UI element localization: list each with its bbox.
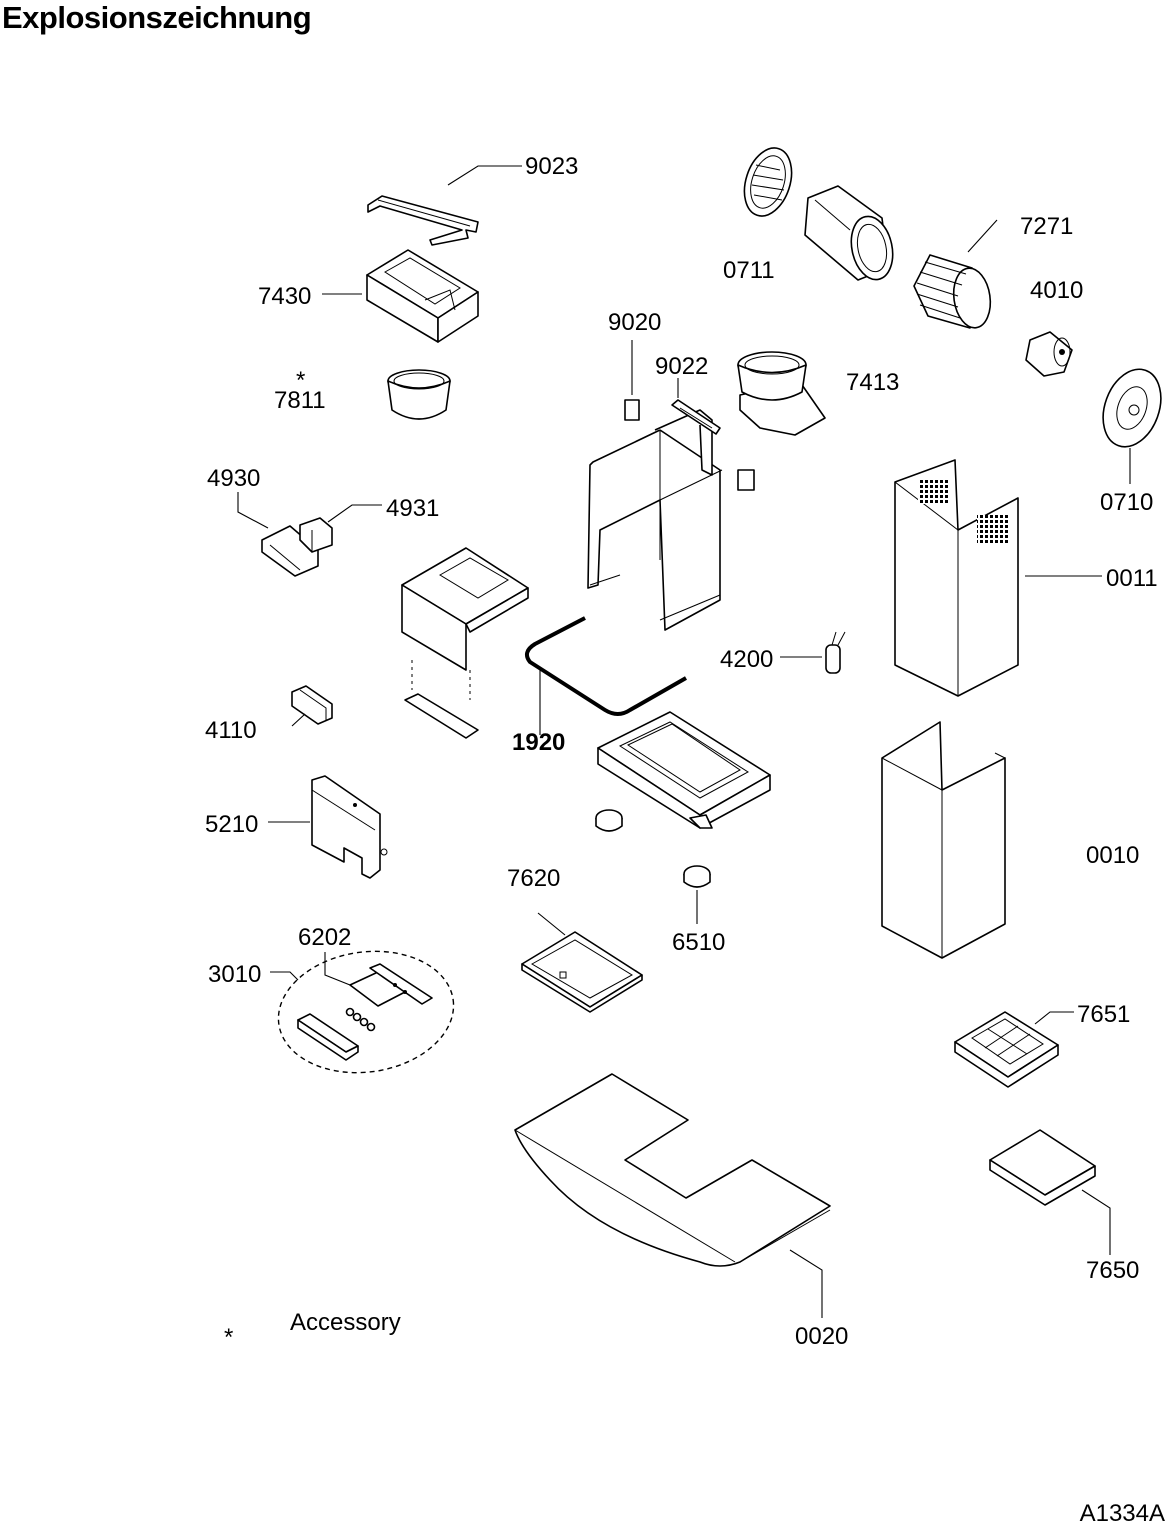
part-button-set xyxy=(345,1007,376,1032)
drawing-code: A1334A xyxy=(1079,1500,1165,1527)
part-0011-upper-chimney xyxy=(894,459,1019,697)
leader-3010 xyxy=(270,971,299,981)
part-4010-motor xyxy=(1025,331,1073,377)
legend-star: * xyxy=(224,1324,233,1351)
part-7413-outlet-adapter xyxy=(737,351,826,436)
label-4110: 4110 xyxy=(205,717,257,744)
part-7811-duct-adapter xyxy=(387,369,451,420)
label-7430: 7430 xyxy=(258,283,311,310)
leader-6202 xyxy=(324,952,351,986)
label-3010: 3010 xyxy=(208,961,261,988)
label-7650: 7650 xyxy=(1086,1257,1139,1284)
label-0020: 0020 xyxy=(795,1323,848,1350)
label-9022: 9022 xyxy=(655,353,708,380)
label-9020: 9020 xyxy=(608,309,661,336)
part-4200-capacitor xyxy=(825,631,846,674)
part-9020-support-frame xyxy=(587,399,755,631)
label-0010: 0010 xyxy=(1086,842,1139,869)
label-7811: 7811 xyxy=(274,387,326,414)
part-7620-grease-filter xyxy=(521,931,643,1013)
part-0711-fan-housing xyxy=(804,185,894,281)
part-7651-carbon-filter-frame xyxy=(954,1011,1059,1088)
part-0710-fan-cover xyxy=(1102,368,1162,448)
legend-text: Accessory xyxy=(290,1309,401,1336)
label-4010: 4010 xyxy=(1030,277,1083,304)
label-7651: 7651 xyxy=(1077,1001,1130,1028)
part-0010-lower-chimney xyxy=(881,721,1006,959)
accessory-star-7811: * xyxy=(296,367,305,394)
label-7413: 7413 xyxy=(846,369,899,396)
label-9023: 9023 xyxy=(525,153,578,180)
label-4930: 4930 xyxy=(207,465,260,492)
label-5210: 5210 xyxy=(205,811,258,838)
label-6202: 6202 xyxy=(298,924,351,951)
part-9022-strip xyxy=(671,399,721,435)
label-7620: 7620 xyxy=(507,865,560,892)
leader-7651 xyxy=(1034,1011,1074,1025)
leader-7271 xyxy=(967,219,998,253)
leader-4110 xyxy=(291,713,306,727)
leader-7650 xyxy=(1081,1189,1111,1255)
part-9023-bracket xyxy=(367,195,479,246)
part-6202-control-board xyxy=(349,963,433,1007)
part-7271-blower-wheel xyxy=(913,254,992,329)
part-0711-grille xyxy=(743,147,793,217)
part-0020-hood-canopy xyxy=(514,1073,831,1267)
label-4200: 4200 xyxy=(720,646,773,673)
part-motor-housing-box xyxy=(401,547,529,739)
part-7650-carbon-filter xyxy=(989,1129,1096,1206)
part-6510-knob xyxy=(683,865,711,888)
leader-0020 xyxy=(789,1249,823,1318)
part-4931-switch-module xyxy=(299,517,333,553)
part-1920-gasket xyxy=(524,616,687,716)
leader-4930 xyxy=(237,492,269,529)
label-4931: 4931 xyxy=(386,495,439,522)
label-0710: 0710 xyxy=(1100,489,1153,516)
leader-7620 xyxy=(537,912,566,936)
page-title: Explosionszeichnung xyxy=(2,0,312,35)
part-control-panel-front xyxy=(297,1013,359,1061)
part-5210-control-box xyxy=(311,775,388,879)
part-inner-canopy-frame xyxy=(597,711,771,829)
part-4110-lamp-holder xyxy=(291,685,333,725)
leader-9023 xyxy=(447,165,522,186)
vent-slots-0011 xyxy=(918,478,1009,545)
label-0011: 0011 xyxy=(1106,565,1158,592)
label-7271: 7271 xyxy=(1020,213,1073,240)
part-knob-upper xyxy=(595,809,623,832)
label-6510: 6510 xyxy=(672,929,725,956)
part-7430-deflector xyxy=(366,249,479,343)
part-3010-control-kit xyxy=(277,950,455,1074)
leader-4931 xyxy=(327,504,382,523)
label-0711: 0711 xyxy=(723,257,775,284)
label-1920: 1920 xyxy=(512,729,565,756)
